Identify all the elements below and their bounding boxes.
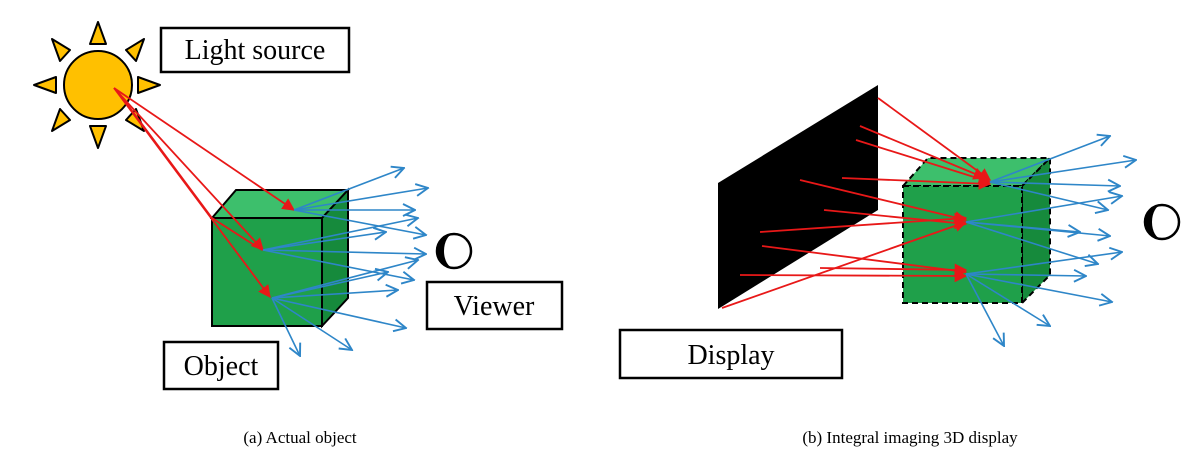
viewer-label: Viewer xyxy=(425,280,564,331)
panel-b: Display (b) Integral imaging 3D display xyxy=(618,85,1181,447)
reflected-rays xyxy=(262,168,428,356)
incident-rays xyxy=(113,87,296,299)
caption-b: (b) Integral imaging 3D display xyxy=(802,428,1018,447)
light-source-label: Light source xyxy=(159,26,351,74)
cube-front-face xyxy=(211,217,323,327)
display-rays xyxy=(721,97,992,309)
sun-icon xyxy=(33,21,161,149)
object-label: Object xyxy=(162,340,280,391)
svg-text:Object: Object xyxy=(184,351,259,382)
display-panel xyxy=(718,85,878,309)
svg-text:Viewer: Viewer xyxy=(454,291,535,322)
svg-text:Display: Display xyxy=(687,340,774,371)
eye-icon xyxy=(435,232,473,270)
caption-a: (a) Actual object xyxy=(243,428,357,447)
emitted-rays xyxy=(965,136,1136,346)
object-cube xyxy=(209,187,351,329)
virtual-cube-front-face xyxy=(902,185,1023,304)
panel-a: Light source xyxy=(33,21,564,447)
svg-text:Light source: Light source xyxy=(185,35,326,66)
eye-icon-b xyxy=(1143,203,1181,241)
display-label: Display xyxy=(618,328,844,380)
